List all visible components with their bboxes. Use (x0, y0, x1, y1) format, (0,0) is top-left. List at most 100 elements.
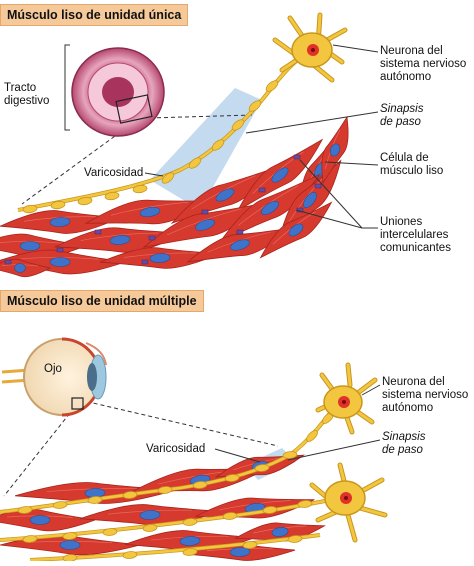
gap-junction-4 (293, 154, 301, 160)
muscle-cell-bottom-4-nucleus (139, 510, 161, 520)
magnify-line-a (149, 114, 253, 119)
label-celula: Célula de músculo liso (380, 152, 443, 178)
muscle-cell-top-11-nucleus (149, 253, 171, 263)
varicosity-bottom-23 (287, 535, 303, 543)
muscle-cell-top-12 (186, 227, 294, 263)
muscle-cell-top-14-nucleus (14, 263, 26, 273)
varicosity-top-6 (188, 157, 202, 169)
label-sinapsis-top-line1: Sinapsis (380, 103, 424, 115)
varicosities-bottom (17, 412, 334, 562)
neuron-cell-top (272, 12, 348, 83)
varicosity-bottom-6 (224, 474, 240, 482)
varicosity-bottom-4 (157, 486, 173, 494)
muscle-cell-top-6-nucleus (109, 235, 131, 245)
label-tracto: Tracto digestivo (4, 82, 49, 108)
varicosities-top (22, 80, 279, 214)
varicosity-top-4 (132, 184, 148, 194)
label-sinapsis-bottom-line1: Sinapsis (382, 431, 426, 443)
label-tracto-line1: Tracto (4, 82, 37, 94)
label-neurona-top-line2: sistema nervioso (380, 58, 467, 70)
muscle-cell-top-2-nucleus (215, 188, 235, 202)
varicosity-bottom-21 (182, 548, 198, 556)
muscle-cell-top-1-nucleus (139, 206, 161, 218)
muscle-cell-top-11 (99, 247, 221, 269)
varicosity-bottom-8 (282, 451, 298, 459)
muscle-sheet-top (0, 115, 349, 278)
varicosity-bottom-1 (52, 501, 68, 509)
varicosity-bottom-19 (62, 554, 78, 562)
digestive-tract-section (64, 44, 165, 137)
varicosity-top-7 (211, 139, 225, 151)
gap-junction-3 (258, 187, 266, 193)
varicosity-bottom-11 (22, 535, 38, 543)
title-multi-unit: Músculo liso de unidad múltiple (0, 290, 204, 312)
muscle-cell-top-9-nucleus (303, 192, 317, 208)
label-uniones-line1: Uniones (380, 216, 423, 228)
gap-junction-1 (148, 235, 156, 241)
muscle-cell-top-0-nucleus (49, 217, 71, 227)
label-neurona-bottom-line2: sistema nervioso (382, 389, 469, 401)
label-neurona-top-line3: autónomo (380, 71, 432, 83)
muscle-cell-top-12-nucleus (230, 239, 250, 251)
varicosity-bottom-3 (122, 491, 138, 499)
label-tracto-line2: digestivo (4, 95, 50, 107)
varicosity-top-0 (22, 204, 38, 214)
label-sinapsis-top: Sinapsis de paso (380, 103, 423, 129)
label-neurona-top: Neurona del sistema nervioso autónomo (380, 45, 466, 84)
varicosity-bottom-15 (182, 518, 198, 526)
title-single-unit: Músculo liso de unidad única (0, 4, 189, 26)
muscle-cell-bottom-3-nucleus (29, 515, 51, 525)
label-celula-line2: músculo liso (380, 165, 444, 177)
varicosity-top-10 (265, 80, 279, 92)
label-neurona-bottom: Neurona del sistema nervioso autónomo (382, 376, 468, 415)
gap-junction-2 (201, 209, 209, 215)
varicosity-top-9 (248, 100, 262, 112)
gap-junction-7 (56, 247, 64, 253)
varicosity-bottom-12 (62, 532, 78, 540)
varicosity-top-5 (161, 172, 175, 184)
label-neurona-bottom-line3: autónomo (382, 402, 434, 414)
neuron-cell-bottom-2 (309, 462, 388, 543)
muscle-cell-top-14 (0, 258, 52, 278)
varicosity-bottom-14 (142, 524, 158, 532)
muscle-cell-top-13-nucleus (288, 223, 304, 237)
muscle-cell-top-2 (170, 165, 280, 225)
gap-junction-10 (314, 183, 322, 189)
varicosity-bottom-17 (262, 506, 278, 514)
varicosity-bottom-22 (242, 541, 258, 549)
label-uniones-line2: intercelulares (380, 229, 449, 241)
magnify-line-b (21, 127, 127, 205)
muscle-cell-top-5-nucleus (19, 241, 41, 251)
varicosity-bottom-0 (17, 506, 33, 514)
muscle-cell-top-3-nucleus (271, 167, 289, 183)
muscle-cell-top-8-nucleus (261, 200, 279, 216)
varicosity-bottom-18 (297, 500, 313, 508)
varicosity-bottom-20 (122, 551, 138, 559)
muscle-cell-bottom-8-nucleus (271, 527, 289, 537)
varicosity-top-3 (104, 191, 120, 201)
label-ojo: Ojo (44, 363, 62, 375)
varicosity-bottom-16 (222, 512, 238, 520)
muscle-cell-top-15-nucleus (329, 143, 341, 157)
neuron-cell-bottom-1 (315, 362, 378, 435)
label-celula-line1: Célula de (380, 152, 429, 164)
gap-junction-9 (4, 259, 12, 265)
muscle-cell-top-3 (236, 138, 324, 212)
muscle-cell-bottom-3 (0, 508, 96, 532)
gap-junction-0 (94, 229, 102, 235)
muscle-cell-bottom-7-nucleus (179, 536, 201, 546)
varicosity-bottom-5 (192, 481, 208, 489)
gap-junction-8 (236, 229, 244, 235)
muscle-cell-top-7-nucleus (195, 219, 215, 231)
label-uniones: Uniones intercelulares comunicantes (380, 216, 451, 255)
varicosity-bottom-9 (306, 430, 318, 442)
label-sinapsis-top-line2: de paso (380, 116, 421, 128)
varicosity-top-8 (231, 119, 245, 131)
varicosity-top-2 (77, 196, 93, 206)
label-uniones-line3: comunicantes (380, 242, 451, 254)
label-sinapsis-bottom-line2: de paso (382, 444, 423, 456)
muscle-cell-top-8 (219, 173, 321, 243)
gap-junction-6 (141, 259, 149, 265)
